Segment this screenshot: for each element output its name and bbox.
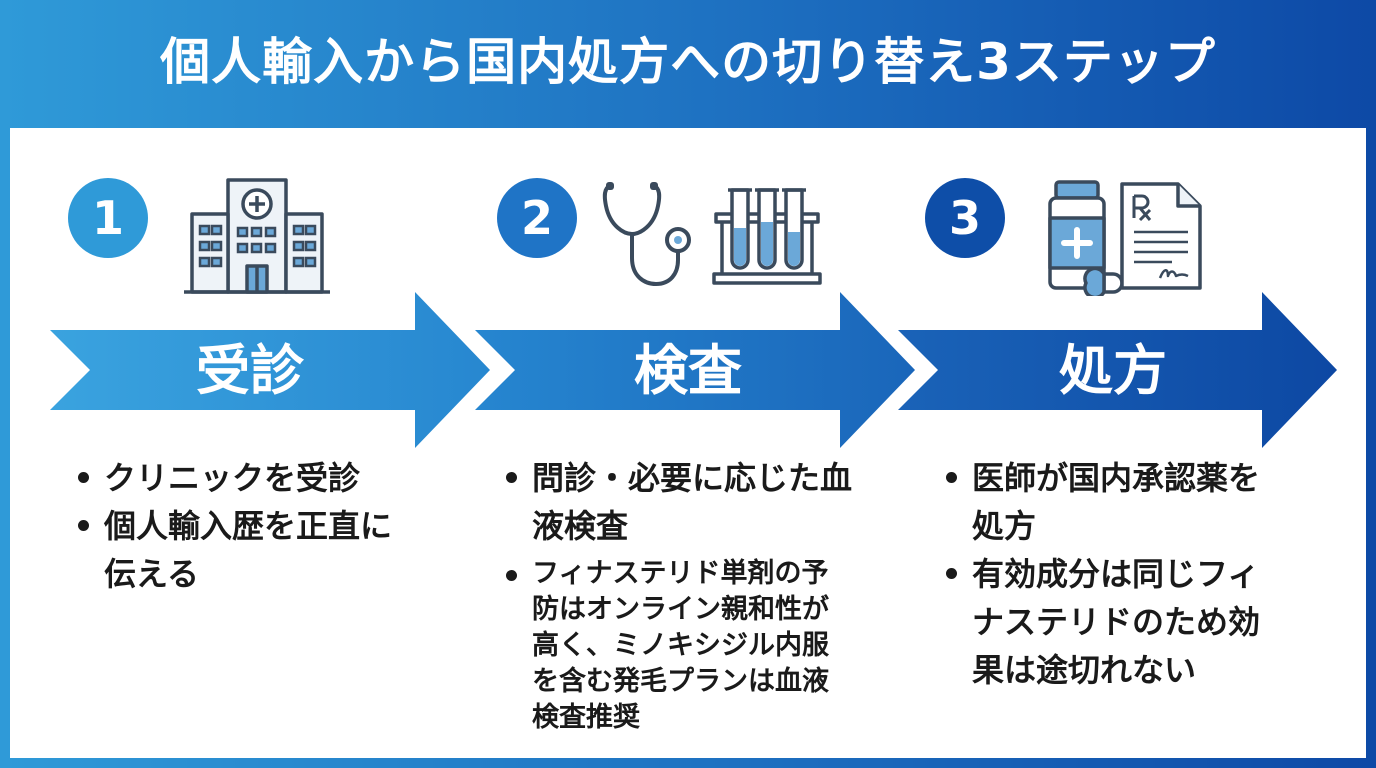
step-2-number-badge: 2	[497, 178, 577, 258]
arrow-step-2	[475, 292, 915, 448]
list-item: 有効成分は同じフィナステリドのため効果は途切れない	[942, 550, 1282, 694]
step-1-number-badge: 1	[68, 178, 148, 258]
test-tubes-icon	[712, 188, 822, 285]
step-1-bullets: クリニックを受診 個人輸入歴を正直に伝える	[74, 454, 414, 598]
list-item: 問診・必要に応じた血液検査	[502, 454, 852, 550]
page-title: 個人輸入から国内処方への切り替え3ステップ	[160, 33, 1216, 91]
step-arrows	[50, 292, 1337, 448]
step-2-bullets: 問診・必要に応じた血液検査 フィナステリド単剤の予防はオンライン親和性が高く、ミ…	[502, 454, 852, 736]
list-item: フィナステリド単剤の予防はオンライン親和性が高く、ミノキシジル内服を含む発毛プラ…	[502, 556, 852, 736]
step-1-label: 受診	[196, 339, 304, 402]
list-item: 医師が国内承認薬を処方	[942, 454, 1282, 550]
arrow-step-1	[50, 292, 490, 448]
steps-panel: 受診 検査 処方 1 2 3	[10, 128, 1366, 758]
step-3-label: 処方	[1059, 339, 1167, 402]
step-2-label: 検査	[634, 339, 742, 402]
step-3-bullets: 医師が国内承認薬を処方 有効成分は同じフィナステリドのため効果は途切れない	[942, 454, 1282, 694]
hospital-icon	[184, 178, 330, 294]
arrow-step-3	[898, 292, 1337, 448]
list-item: クリニックを受診	[74, 454, 414, 502]
list-item: 個人輸入歴を正直に伝える	[74, 502, 414, 598]
medicine-bottle-icon	[1048, 180, 1124, 296]
step-3-number-badge: 3	[925, 178, 1005, 258]
stethoscope-icon	[602, 182, 691, 287]
prescription-icon	[1120, 182, 1202, 290]
